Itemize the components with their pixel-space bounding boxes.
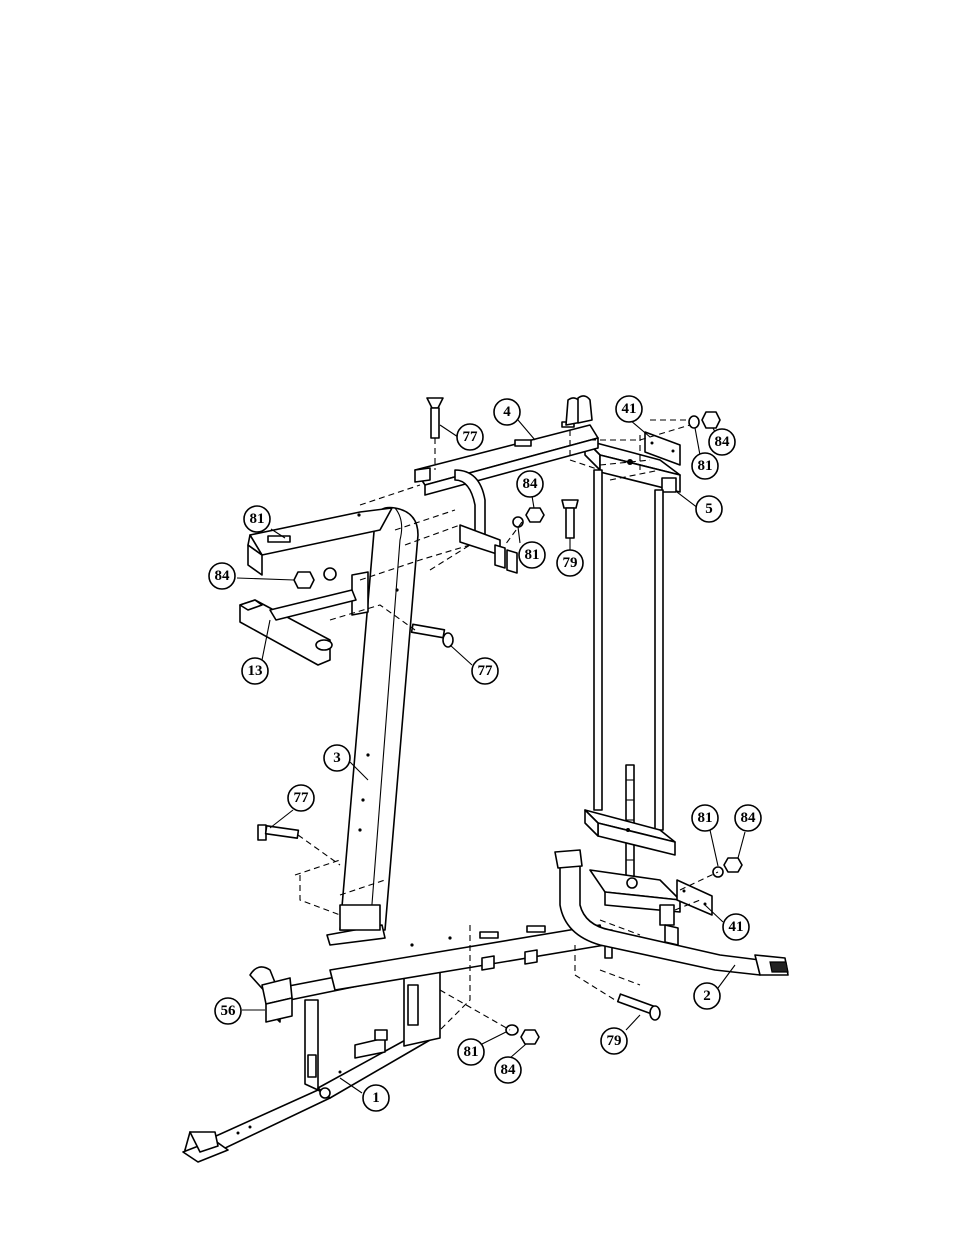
callout-84-left-label: 84 xyxy=(215,568,231,584)
callout-81-mid: 81 xyxy=(518,541,546,569)
callout-4-label: 4 xyxy=(503,404,511,420)
callout-84-lower: 84 xyxy=(494,1056,522,1084)
part-4-top-arm xyxy=(414,395,599,574)
callout-81-mid-label: 81 xyxy=(525,547,540,563)
part-41-plate-upper xyxy=(644,431,681,466)
callout-81-lower: 81 xyxy=(457,1038,485,1066)
callout-84-top-right: 84 xyxy=(708,428,736,456)
callout-2-label: 2 xyxy=(703,988,711,1004)
callout-79-lower-label: 79 xyxy=(607,1033,622,1049)
callout-13-label: 13 xyxy=(248,663,263,679)
callout-81-top-right: 81 xyxy=(691,452,719,480)
callout-2: 2 xyxy=(693,982,721,1010)
callout-79-lower: 79 xyxy=(600,1027,628,1055)
callout-1: 1 xyxy=(362,1084,390,1112)
callout-77-mid-label: 77 xyxy=(478,663,494,679)
callout-5-label: 5 xyxy=(705,501,713,517)
callout-1-label: 1 xyxy=(372,1090,380,1106)
callout-77-top: 77 xyxy=(456,423,484,451)
part-3-upright xyxy=(247,506,419,946)
part-1-base-frame xyxy=(182,954,461,1163)
callout-41-lower-label: 41 xyxy=(729,919,744,935)
leader-lines xyxy=(236,419,746,1094)
callout-84-left: 84 xyxy=(208,562,236,590)
callout-84-top-right-label: 84 xyxy=(715,434,731,450)
callout-3-label: 3 xyxy=(333,750,341,766)
callout-84-mid-label: 84 xyxy=(523,476,539,492)
callout-81-top-right-label: 81 xyxy=(698,458,713,474)
callout-79-top: 79 xyxy=(556,549,584,577)
callout-84-mid: 84 xyxy=(516,470,544,498)
callout-81-left-label: 81 xyxy=(250,511,265,527)
part-13-crossbar xyxy=(239,589,357,666)
callout-41-lower: 41 xyxy=(722,913,750,941)
callout-41-top: 41 xyxy=(615,395,643,423)
assembly-dashed-lines xyxy=(294,419,719,1031)
hardware xyxy=(257,397,743,1045)
callout-81-right: 81 xyxy=(691,804,719,832)
part-2-lower-tube xyxy=(329,849,789,991)
callout-77-mid: 77 xyxy=(471,657,499,685)
callout-79-top-label: 79 xyxy=(563,555,578,571)
callout-41-top-label: 41 xyxy=(622,401,637,417)
callout-5: 5 xyxy=(695,495,723,523)
part-41-plate-lower xyxy=(676,879,713,916)
callout-77-top-label: 77 xyxy=(463,429,479,445)
callout-84-right: 84 xyxy=(734,804,762,832)
callout-81-left: 81 xyxy=(243,505,271,533)
part-5-guide-rod-assembly xyxy=(584,439,681,946)
callout-81-right-label: 81 xyxy=(698,810,713,826)
callout-56-label: 56 xyxy=(221,1003,237,1019)
callout-4: 4 xyxy=(493,398,521,426)
callout-77-left-label: 77 xyxy=(294,790,310,806)
callout-81-lower-label: 81 xyxy=(464,1044,479,1060)
callout-3: 3 xyxy=(323,744,351,772)
callout-13: 13 xyxy=(241,657,269,685)
callout-77-left: 77 xyxy=(287,784,315,812)
callout-84-right-label: 84 xyxy=(741,810,757,826)
callout-56: 56 xyxy=(214,997,242,1025)
callout-84-lower-label: 84 xyxy=(501,1062,517,1078)
